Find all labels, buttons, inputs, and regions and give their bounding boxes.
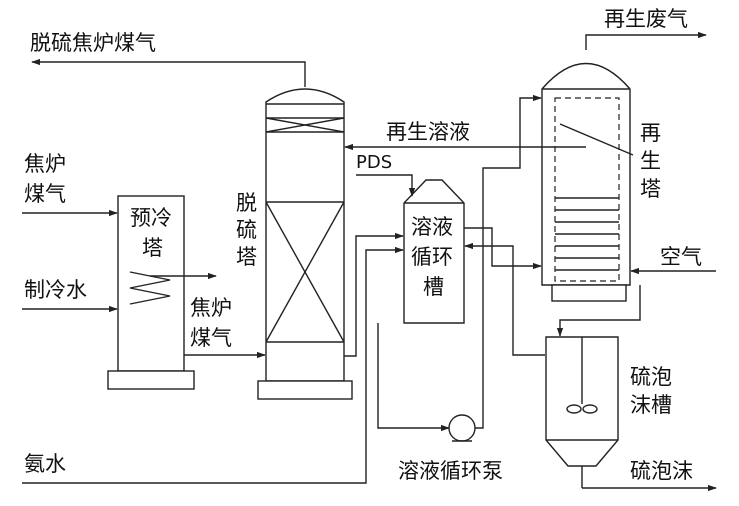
label-precool-2: 塔 xyxy=(142,236,163,260)
tank-to-regen-line xyxy=(464,227,542,270)
label-chilled-water: 制冷水 xyxy=(24,278,87,302)
regen-exhaust-line xyxy=(585,31,707,50)
inner-cylinder xyxy=(554,97,620,282)
sulfur-foam-tank xyxy=(545,336,619,488)
label-coke-gas-in-1: 焦炉 xyxy=(24,152,66,176)
pds-feed-line xyxy=(356,174,416,197)
tower-to-tank-line xyxy=(344,232,404,357)
label-desulf-tower-1: 脱 xyxy=(236,191,257,215)
label-tank-2: 循环 xyxy=(411,245,453,269)
desulfurized-gas-line xyxy=(31,58,306,87)
label-tank-1: 溶液 xyxy=(411,215,453,239)
label-regen-tower-3: 塔 xyxy=(640,177,661,201)
label-ammonia: 氨水 xyxy=(24,452,66,476)
tank-to-pump-line xyxy=(377,323,450,432)
foam-return-line xyxy=(464,242,545,356)
label-coke-gas-in-2: 煤气 xyxy=(24,182,66,206)
label-desulfurized-gas: 脱硫焦炉煤气 xyxy=(30,31,156,55)
label-desulf-tower-2: 硫 xyxy=(236,218,257,242)
precool-tower xyxy=(107,195,195,390)
label-regen-tower-1: 再 xyxy=(640,121,661,145)
regeneration-tower xyxy=(541,63,631,302)
label-pds: PDS xyxy=(356,152,392,173)
label-regen-solution: 再生溶液 xyxy=(386,120,470,144)
label-coke-gas-mid-1: 焦炉 xyxy=(190,296,232,320)
circulation-pump xyxy=(448,414,476,442)
cooling-coil xyxy=(129,271,171,305)
label-desulf-tower-3: 塔 xyxy=(236,245,257,269)
label-pump: 溶液循环泵 xyxy=(398,459,503,483)
label-foam-tank-2: 沫槽 xyxy=(630,393,672,417)
label-foam-tank-1: 硫泡 xyxy=(630,365,672,389)
label-coke-gas-mid-2: 煤气 xyxy=(190,326,232,350)
label-air: 空气 xyxy=(660,245,702,269)
label-regen-exhaust: 再生废气 xyxy=(604,7,688,31)
label-precool-1: 预冷 xyxy=(130,206,172,230)
label-regen-tower-2: 生 xyxy=(640,149,661,173)
label-tank-3: 槽 xyxy=(423,275,444,299)
regen-to-foam-line xyxy=(556,285,641,337)
desulfurization-tower xyxy=(257,88,353,400)
label-sulfur-foam: 硫泡沫 xyxy=(630,459,693,483)
solution-circulation-tank xyxy=(403,179,465,324)
ammonia-feed-line xyxy=(22,246,404,484)
pump-to-regen-line xyxy=(475,94,542,429)
